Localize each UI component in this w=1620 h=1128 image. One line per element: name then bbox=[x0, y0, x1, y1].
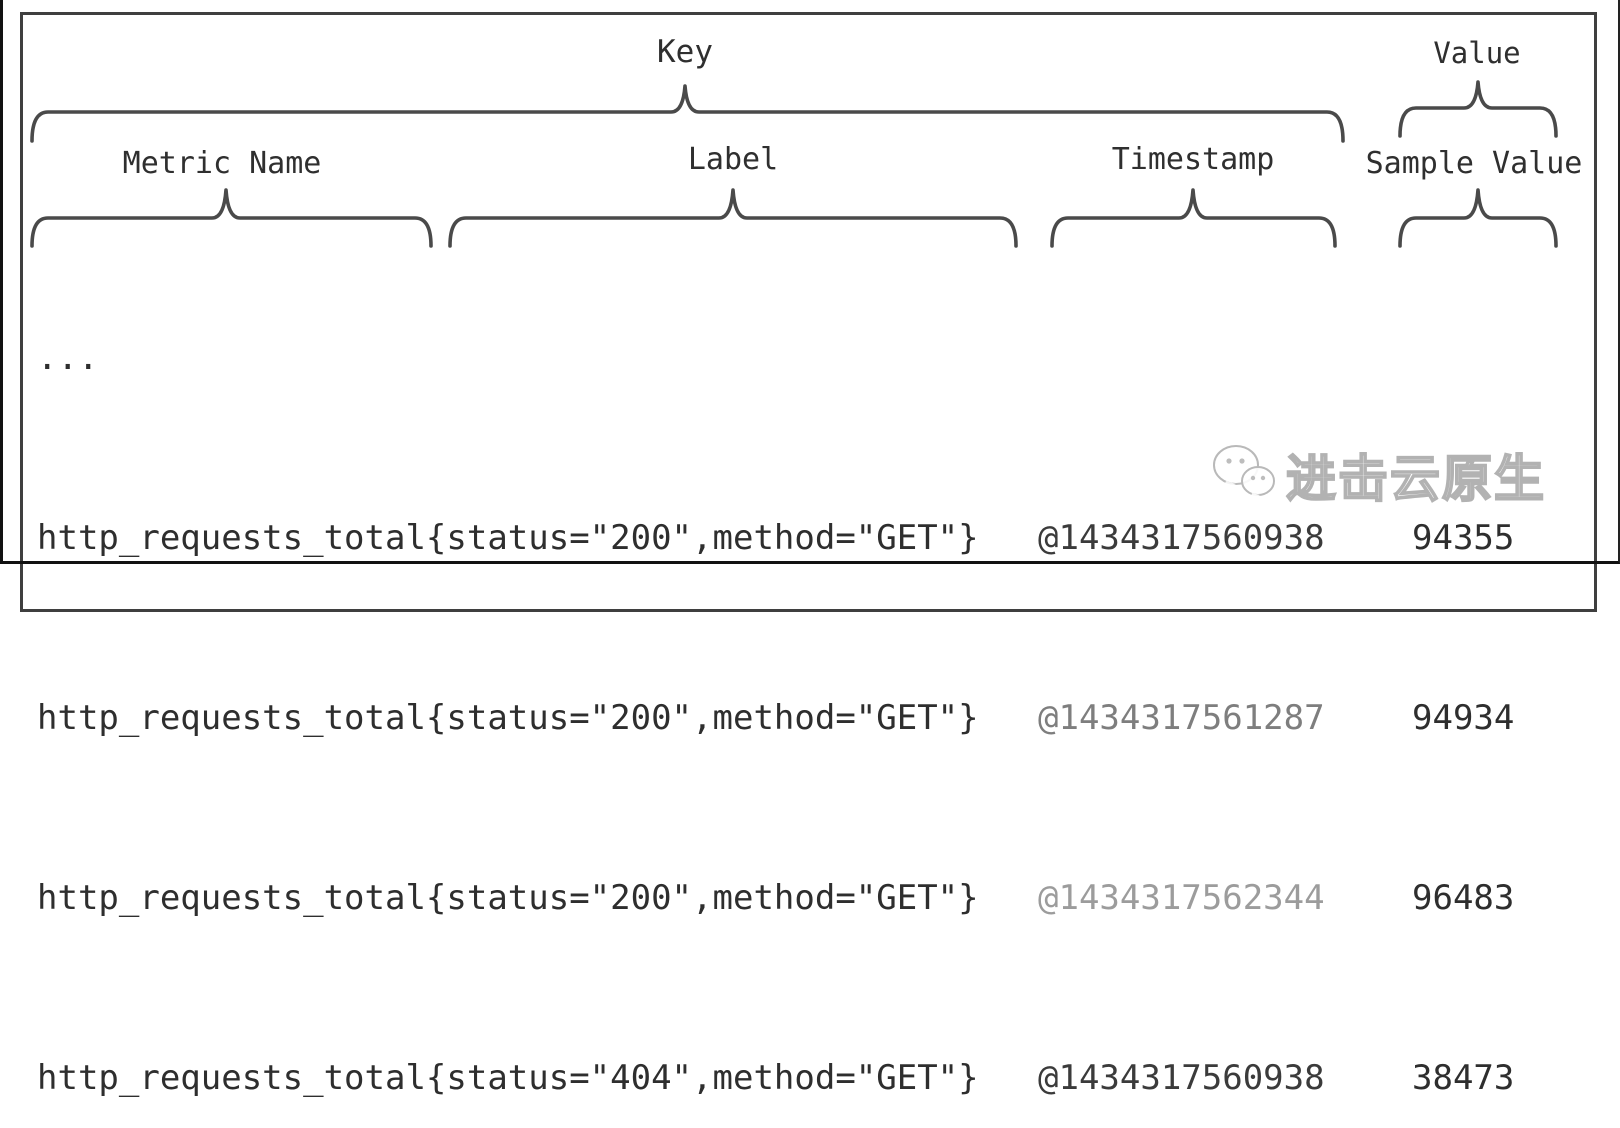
sample-value: 96483 bbox=[1412, 878, 1515, 918]
metric-name-caption: Metric Name bbox=[122, 146, 322, 181]
samples-list: ... http_requests_total{status="200",met… bbox=[37, 246, 1597, 1128]
metric-name-brace bbox=[30, 188, 433, 248]
sample-value: 38473 bbox=[1412, 1058, 1515, 1098]
value-brace bbox=[1398, 80, 1558, 138]
sample-row: http_requests_total{status="200",method=… bbox=[37, 696, 1597, 741]
label-brace bbox=[448, 188, 1018, 248]
key-caption: Key bbox=[657, 34, 713, 70]
timestamp-brace bbox=[1050, 188, 1337, 248]
timestamp: @1434317562344 bbox=[1038, 878, 1325, 918]
sample-row: http_requests_total{status="200",method=… bbox=[37, 876, 1597, 921]
series-key: http_requests_total{status="200",method=… bbox=[37, 698, 979, 738]
timestamp: @1434317560938 bbox=[1038, 518, 1325, 558]
timestamp: @1434317561287 bbox=[1038, 698, 1325, 738]
sample-value-brace bbox=[1398, 188, 1558, 248]
prometheus-data-model-diagram: { "diagram": { "key_label": "Key", "valu… bbox=[0, 0, 1620, 1098]
sample-row: http_requests_total{status="404",method=… bbox=[37, 1056, 1597, 1101]
timestamp-caption: Timestamp bbox=[1111, 142, 1275, 177]
sample-value: 94355 bbox=[1412, 518, 1515, 558]
timestamp: @1434317560938 bbox=[1038, 1058, 1325, 1098]
series-key: http_requests_total{status="200",method=… bbox=[37, 518, 979, 558]
series-key: http_requests_total{status="404",method=… bbox=[37, 1058, 979, 1098]
label-caption: Label bbox=[687, 142, 779, 177]
series-key: http_requests_total{status="200",method=… bbox=[37, 878, 979, 918]
sample-row: http_requests_total{status="200",method=… bbox=[37, 516, 1597, 561]
value-caption: Value bbox=[1433, 36, 1521, 70]
sample-value-caption: Sample Value bbox=[1365, 146, 1583, 181]
ellipsis: ... bbox=[37, 338, 99, 378]
key-brace bbox=[30, 84, 1345, 143]
sample-value: 94934 bbox=[1412, 698, 1515, 738]
ellipsis-row: ... bbox=[37, 336, 1597, 381]
